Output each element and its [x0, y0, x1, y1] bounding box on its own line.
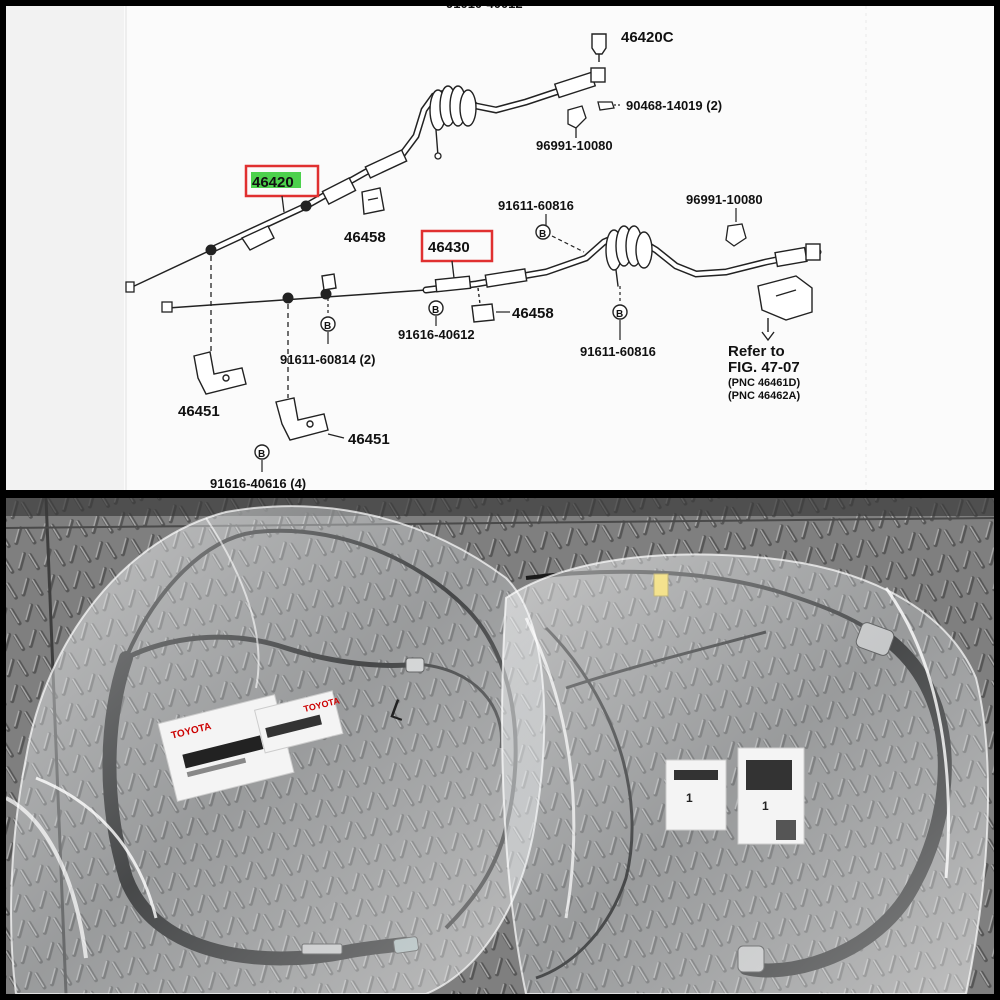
- label-91611-60816-lower: 91611-60816: [580, 344, 656, 359]
- svg-text:1: 1: [686, 791, 693, 805]
- bolt-icon-91611-60816-lower: B: [612, 304, 628, 320]
- label-refer-to: Refer to: [728, 343, 785, 360]
- part-96991-clip-lower-icon: [725, 223, 747, 247]
- product-photo: L TOYOTA TOYOTA: [6, 498, 994, 994]
- scan-margin: [6, 6, 124, 490]
- parts-diagram: 91010-40012: [6, 6, 867, 490]
- part-label-left-small: TOYOTA: [253, 690, 344, 754]
- part-refer-bracket-icon: [757, 275, 813, 342]
- product-photo-panel: L TOYOTA TOYOTA: [6, 498, 994, 994]
- upper-cable-46420: [125, 67, 606, 293]
- part-46458-upper-icon: [361, 187, 385, 215]
- label-96991-10080-lower: 96991-10080: [686, 192, 763, 207]
- label-46451-left: 46451: [178, 403, 220, 420]
- svg-text:B: B: [432, 305, 439, 316]
- svg-text:B: B: [258, 449, 265, 460]
- label-91616-40612: 91616-40612: [398, 327, 475, 342]
- label-46420c: 46420C: [621, 29, 674, 46]
- label-pnc-46461d: (PNC 46461D): [728, 377, 800, 389]
- part-46420c-icon: [591, 33, 607, 62]
- label-90468-14019: 90468-14019 (2): [626, 98, 722, 113]
- label-91611-60816-upper: 91611-60816: [498, 198, 574, 213]
- parts-diagram-panel: 91010-40012: [6, 6, 994, 490]
- svg-text:1: 1: [762, 799, 769, 813]
- label-46458-upper: 46458: [344, 229, 386, 246]
- part-46451-bracket-right-icon: [275, 397, 329, 441]
- label-fig-47-07: FIG. 47-07: [728, 359, 800, 376]
- bolt-icon-91611-60814: B: [320, 316, 336, 332]
- svg-text:B: B: [616, 309, 623, 320]
- label-46430: 46430: [428, 239, 470, 256]
- part-label-right-narrow: 1: [665, 759, 727, 831]
- label-46458-lower: 46458: [512, 305, 554, 322]
- svg-text:B: B: [324, 321, 331, 332]
- top-cut-text: 91010-40012: [446, 6, 523, 11]
- part-46458-lower-icon: [471, 287, 495, 323]
- label-91616-40616: 91616-40616 (4): [210, 476, 306, 490]
- part-label-right-large: 1: [737, 747, 805, 845]
- bolt-icon-91616-40616: B: [254, 444, 270, 460]
- part-96991-clip-upper-icon: [567, 105, 587, 138]
- bolt-icon-91616-40612: B: [428, 300, 444, 316]
- highlight-fill-46420: [251, 172, 301, 188]
- left-bagged-cable: L TOYOTA TOYOTA: [6, 505, 546, 994]
- part-46451-bracket-left-icon: [193, 351, 247, 395]
- label-91611-60814: 91611-60814 (2): [280, 352, 375, 367]
- label-46420: 46420: [252, 174, 294, 191]
- right-bagged-cable: 1 1: [501, 553, 990, 994]
- label-46451-right: 46451: [348, 431, 390, 448]
- bolt-icon-upper-right: B: [535, 224, 551, 240]
- label-96991-10080-upper: 96991-10080: [536, 138, 613, 153]
- lower-cable-46430: [161, 225, 822, 313]
- svg-text:B: B: [539, 229, 546, 240]
- highlight-box-46430: [420, 229, 494, 263]
- part-90468-clip-icon: [597, 101, 622, 111]
- label-pnc-46462a: (PNC 46462A): [728, 390, 800, 402]
